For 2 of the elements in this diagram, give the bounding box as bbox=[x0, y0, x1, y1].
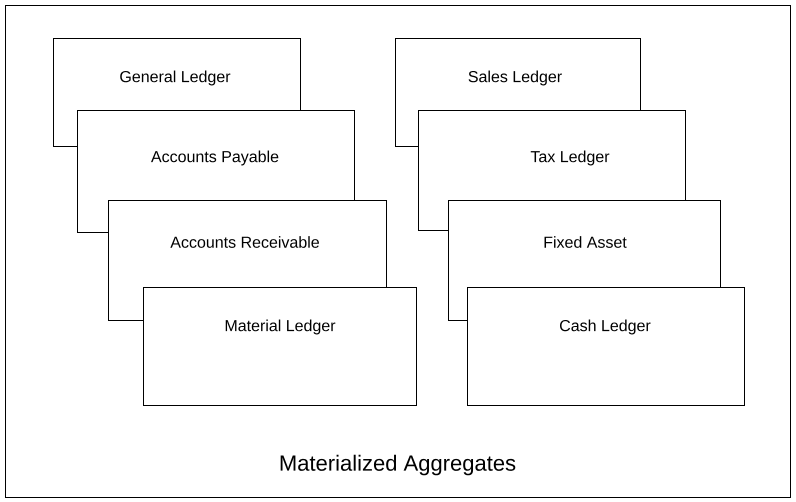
ledger-box: Cash Ledger bbox=[467, 286, 745, 406]
ledger-box: Material Ledger bbox=[143, 286, 417, 406]
